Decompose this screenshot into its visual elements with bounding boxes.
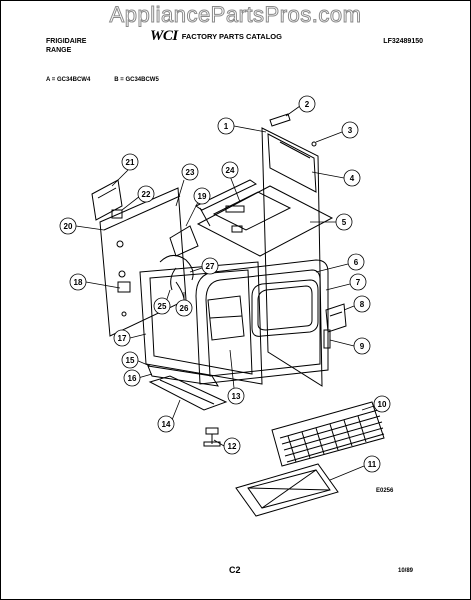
clip [111,209,123,219]
callout-23: 23 [175,163,199,207]
svg-text:24: 24 [226,166,235,175]
svg-text:8: 8 [360,300,365,309]
callout-25: 25 [153,289,171,315]
callout-15: 15 [121,351,151,369]
svg-text:18: 18 [74,278,83,287]
svg-text:1: 1 [224,122,229,131]
callout-13: 13 [227,349,245,405]
svg-text:14: 14 [162,420,171,429]
svg-text:27: 27 [206,262,215,271]
svg-text:11: 11 [368,460,377,469]
callout-24: 24 [221,161,241,203]
callout-19: 19 [185,187,211,227]
revision-date: 10/89 [398,568,414,574]
oven-rack [271,401,385,467]
model-b: B = GC34BCW5 [114,77,159,83]
callout-16: 16 [123,369,153,387]
svg-text:19: 19 [198,192,207,201]
svg-text:15: 15 [126,356,135,365]
svg-text:7: 7 [356,278,361,287]
brand-name: FRIGIDAIRE [46,38,87,45]
hinge-pin [323,329,331,349]
callout-21: 21 [111,153,139,187]
oven-body [139,255,263,385]
drawer-front [148,375,228,411]
svg-text:20: 20 [64,222,73,231]
small-clip [269,113,291,127]
svg-text:13: 13 [232,392,241,401]
watermark: AppliancePartsPros.com [109,2,362,28]
model-list: A = GC34BCW4 B = GC34BCW5 [46,76,159,85]
wci-logo: WCI [150,28,178,44]
callout-22: 22 [121,185,155,211]
svg-text:10: 10 [378,400,387,409]
product-type: RANGE [46,47,72,54]
bottom-trim [147,365,219,387]
callout-9: 9 [329,337,371,355]
broiler-pan [235,463,339,517]
leveling-leg [203,427,221,447]
model-a: A = GC34BCW4 [46,77,91,83]
back-panel [194,179,258,227]
callout-7: 7 [325,273,367,291]
svg-text:2: 2 [305,100,310,109]
callout-17: 17 [113,329,147,347]
callout-8: 8 [343,295,371,313]
callout-2: 2 [285,95,316,117]
svg-text:12: 12 [228,442,237,451]
callout-20: 20 [59,217,105,235]
svg-text:17: 17 [118,334,127,343]
brand-block: FRIGIDAIRE RANGE [46,37,106,55]
svg-text:16: 16 [128,374,137,383]
rear-bracket [91,179,123,221]
door-window [251,279,319,337]
page-code: C2 [229,565,241,575]
catalog-header: WCI FACTORY PARTS CATALOG [150,28,282,44]
screw [311,141,317,147]
callout-1: 1 [217,117,267,135]
svg-text:6: 6 [354,258,359,267]
side-panel-right [261,127,323,387]
callout-10: 10 [361,395,391,413]
callout-26: 26 [175,292,193,317]
callout-4: 4 [311,169,361,187]
catalog-title: FACTORY PARTS CATALOG [181,32,282,41]
door-frame [195,259,329,385]
callout-14: 14 [157,399,181,433]
callout-6: 6 [315,253,365,273]
sensor-wire [170,267,177,291]
figure-code: E0256 [376,488,394,494]
callout-3: 3 [315,121,359,143]
callout-18: 18 [69,273,121,291]
svg-text:25: 25 [158,302,167,311]
callout-12: 12 [213,437,241,455]
wiring-panel [169,225,199,257]
svg-text:26: 26 [180,304,189,313]
door-hinge [325,303,347,333]
svg-text:5: 5 [342,218,347,227]
callout-27: 27 [189,257,219,275]
svg-text:3: 3 [348,126,353,135]
svg-text:4: 4 [350,174,355,183]
svg-text:9: 9 [360,342,365,351]
svg-text:22: 22 [142,190,151,199]
oven-top-panel [196,185,334,257]
svg-text:23: 23 [186,168,195,177]
callout-11: 11 [329,455,381,481]
catalog-number: LF32489150 [383,38,423,45]
callout-5: 5 [310,213,353,231]
svg-text:21: 21 [126,158,135,167]
